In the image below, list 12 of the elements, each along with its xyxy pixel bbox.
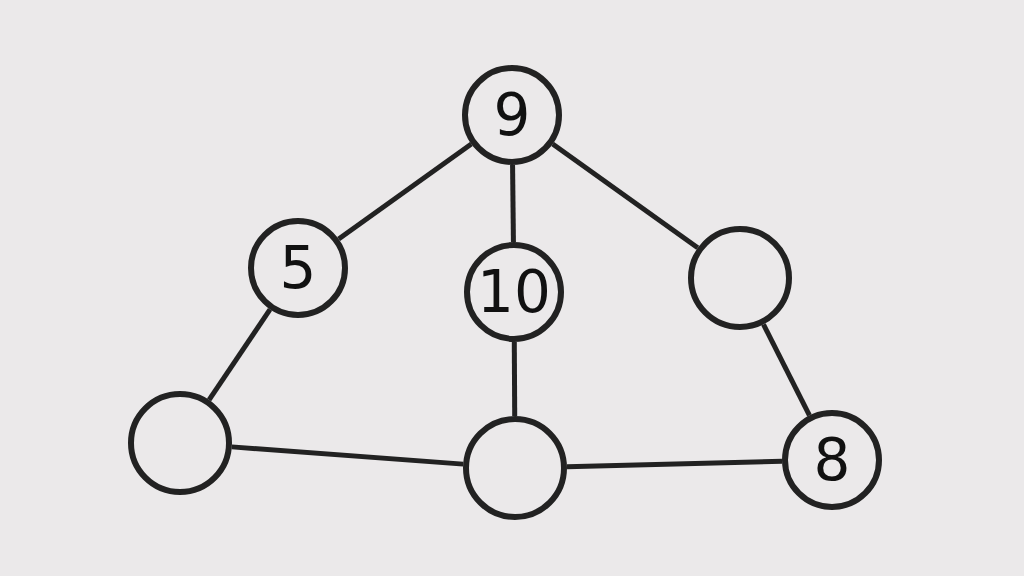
connector-line <box>566 458 783 470</box>
connector-line <box>761 323 812 417</box>
connector-line <box>551 142 700 250</box>
number-label: 10 <box>477 263 551 321</box>
connector-line <box>207 308 273 402</box>
connector-line <box>337 142 473 241</box>
connector-line <box>511 342 518 416</box>
connector-line <box>231 444 464 467</box>
number-label: 5 <box>279 239 317 297</box>
number-label: 8 <box>813 431 851 489</box>
number-label: 9 <box>493 86 531 144</box>
connector-line <box>510 164 516 243</box>
